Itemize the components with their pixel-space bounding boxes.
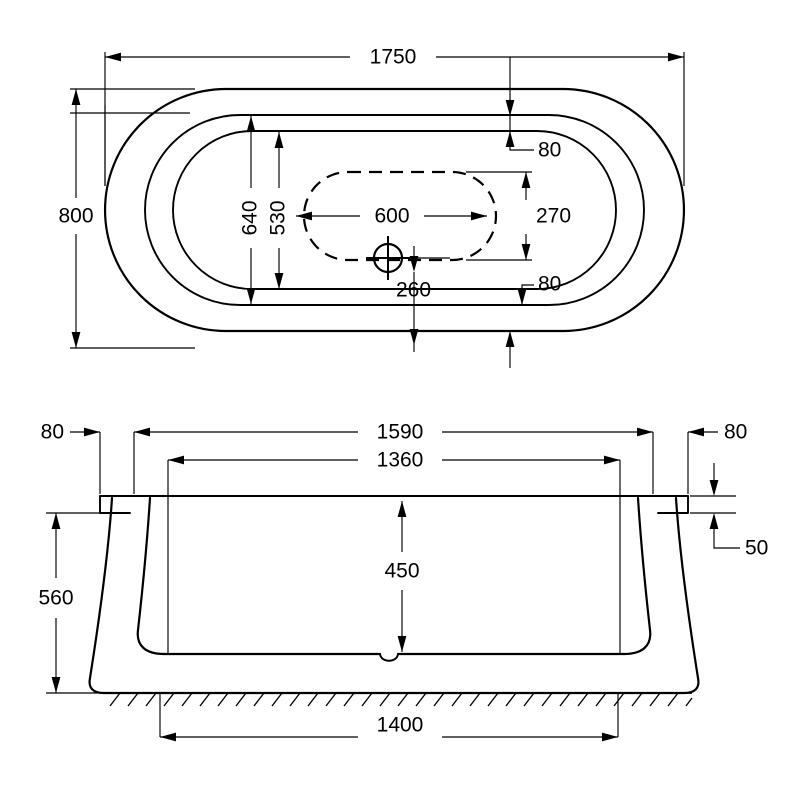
- plan-outer-outline: [103, 87, 686, 333]
- arrowhead-270-top: [521, 172, 531, 188]
- arrowhead-800-bottom: [71, 332, 81, 348]
- arrowhead-80-lower: [517, 289, 527, 305]
- plan-middle-outline: [144, 114, 645, 306]
- arrowhead-80-right-elev: [688, 427, 704, 437]
- elev-rim-right-step: [657, 495, 689, 514]
- elev-ground-hatching: [109, 692, 693, 707]
- arrowhead-plan-bottom-center: [409, 329, 419, 345]
- dim-label-560: 560: [38, 587, 73, 610]
- dim-label-1590: 1590: [377, 421, 424, 444]
- arrowhead-80-lower-outer: [505, 331, 515, 347]
- arrowhead-1590-right: [637, 427, 653, 437]
- arrowhead-450-bottom: [397, 636, 407, 652]
- leader-80-upper: [509, 131, 534, 151]
- dim-label-640: 640: [239, 200, 262, 235]
- dim-label-530: 530: [267, 200, 290, 235]
- dim-label-80-lower: 80: [538, 273, 561, 296]
- elev-rim-left-step: [99, 495, 131, 514]
- dim-label-600: 600: [374, 205, 409, 228]
- arrowhead-80-upper-down: [505, 100, 515, 116]
- arrowhead-1400-right: [602, 732, 618, 742]
- dim-label-50: 50: [745, 537, 768, 560]
- arrowhead-600-left: [296, 211, 312, 221]
- arrowhead-560-bottom: [51, 677, 61, 693]
- arrowhead-450-top: [397, 501, 407, 517]
- arrowhead-50-bottom: [709, 513, 719, 529]
- arrowhead-270-bottom: [521, 244, 531, 260]
- dim-label-80-upper: 80: [538, 139, 561, 162]
- arrowhead-800-top: [71, 89, 81, 105]
- elev-outer-right-wall: [674, 496, 700, 695]
- arrowhead-260: [409, 256, 419, 272]
- dim-label-1400: 1400: [377, 714, 424, 737]
- arrowhead-640-top: [246, 116, 256, 132]
- arrowhead-1360-right: [604, 455, 620, 465]
- arrowhead-530-bottom: [274, 273, 284, 289]
- dim-label-80-left-elev: 80: [41, 421, 64, 444]
- drain-crosshair-icon: [366, 236, 410, 280]
- arrowhead-600-right: [471, 211, 487, 221]
- elev-inner-left-wall: [136, 496, 166, 656]
- dim-label-270: 270: [536, 205, 571, 228]
- arrowhead-50-top: [709, 480, 719, 496]
- elev-drain-bump-icon: [379, 653, 399, 662]
- elev-outer-left-wall: [88, 496, 114, 695]
- elevation-view: 1590 1360 450 560: [38, 421, 768, 742]
- dimline-50-lower: [713, 515, 740, 549]
- arrowhead-560-top: [51, 513, 61, 529]
- arrowhead-1400-left: [160, 732, 176, 742]
- plan-base-dashed-outline: [302, 170, 498, 262]
- dim-label-80-right-elev: 80: [724, 421, 747, 444]
- arrowhead-1750-right: [668, 52, 684, 62]
- dim-label-450: 450: [384, 560, 419, 583]
- elev-inner-right-wall: [622, 496, 652, 656]
- dim-label-1360: 1360: [377, 449, 424, 472]
- plan-view: 1750 800 640 530 600: [58, 46, 686, 368]
- dim-label-800: 800: [58, 205, 93, 228]
- arrowhead-530-top: [274, 132, 284, 148]
- plan-inner-outline: [172, 130, 617, 290]
- arrowhead-1360-left: [168, 455, 184, 465]
- arrowhead-80-left-elev: [84, 427, 100, 437]
- dim-label-1750: 1750: [370, 46, 417, 69]
- arrowhead-640-bottom: [246, 288, 256, 304]
- arrowhead-1750-left: [105, 52, 121, 62]
- arrowhead-1590-left: [134, 427, 150, 437]
